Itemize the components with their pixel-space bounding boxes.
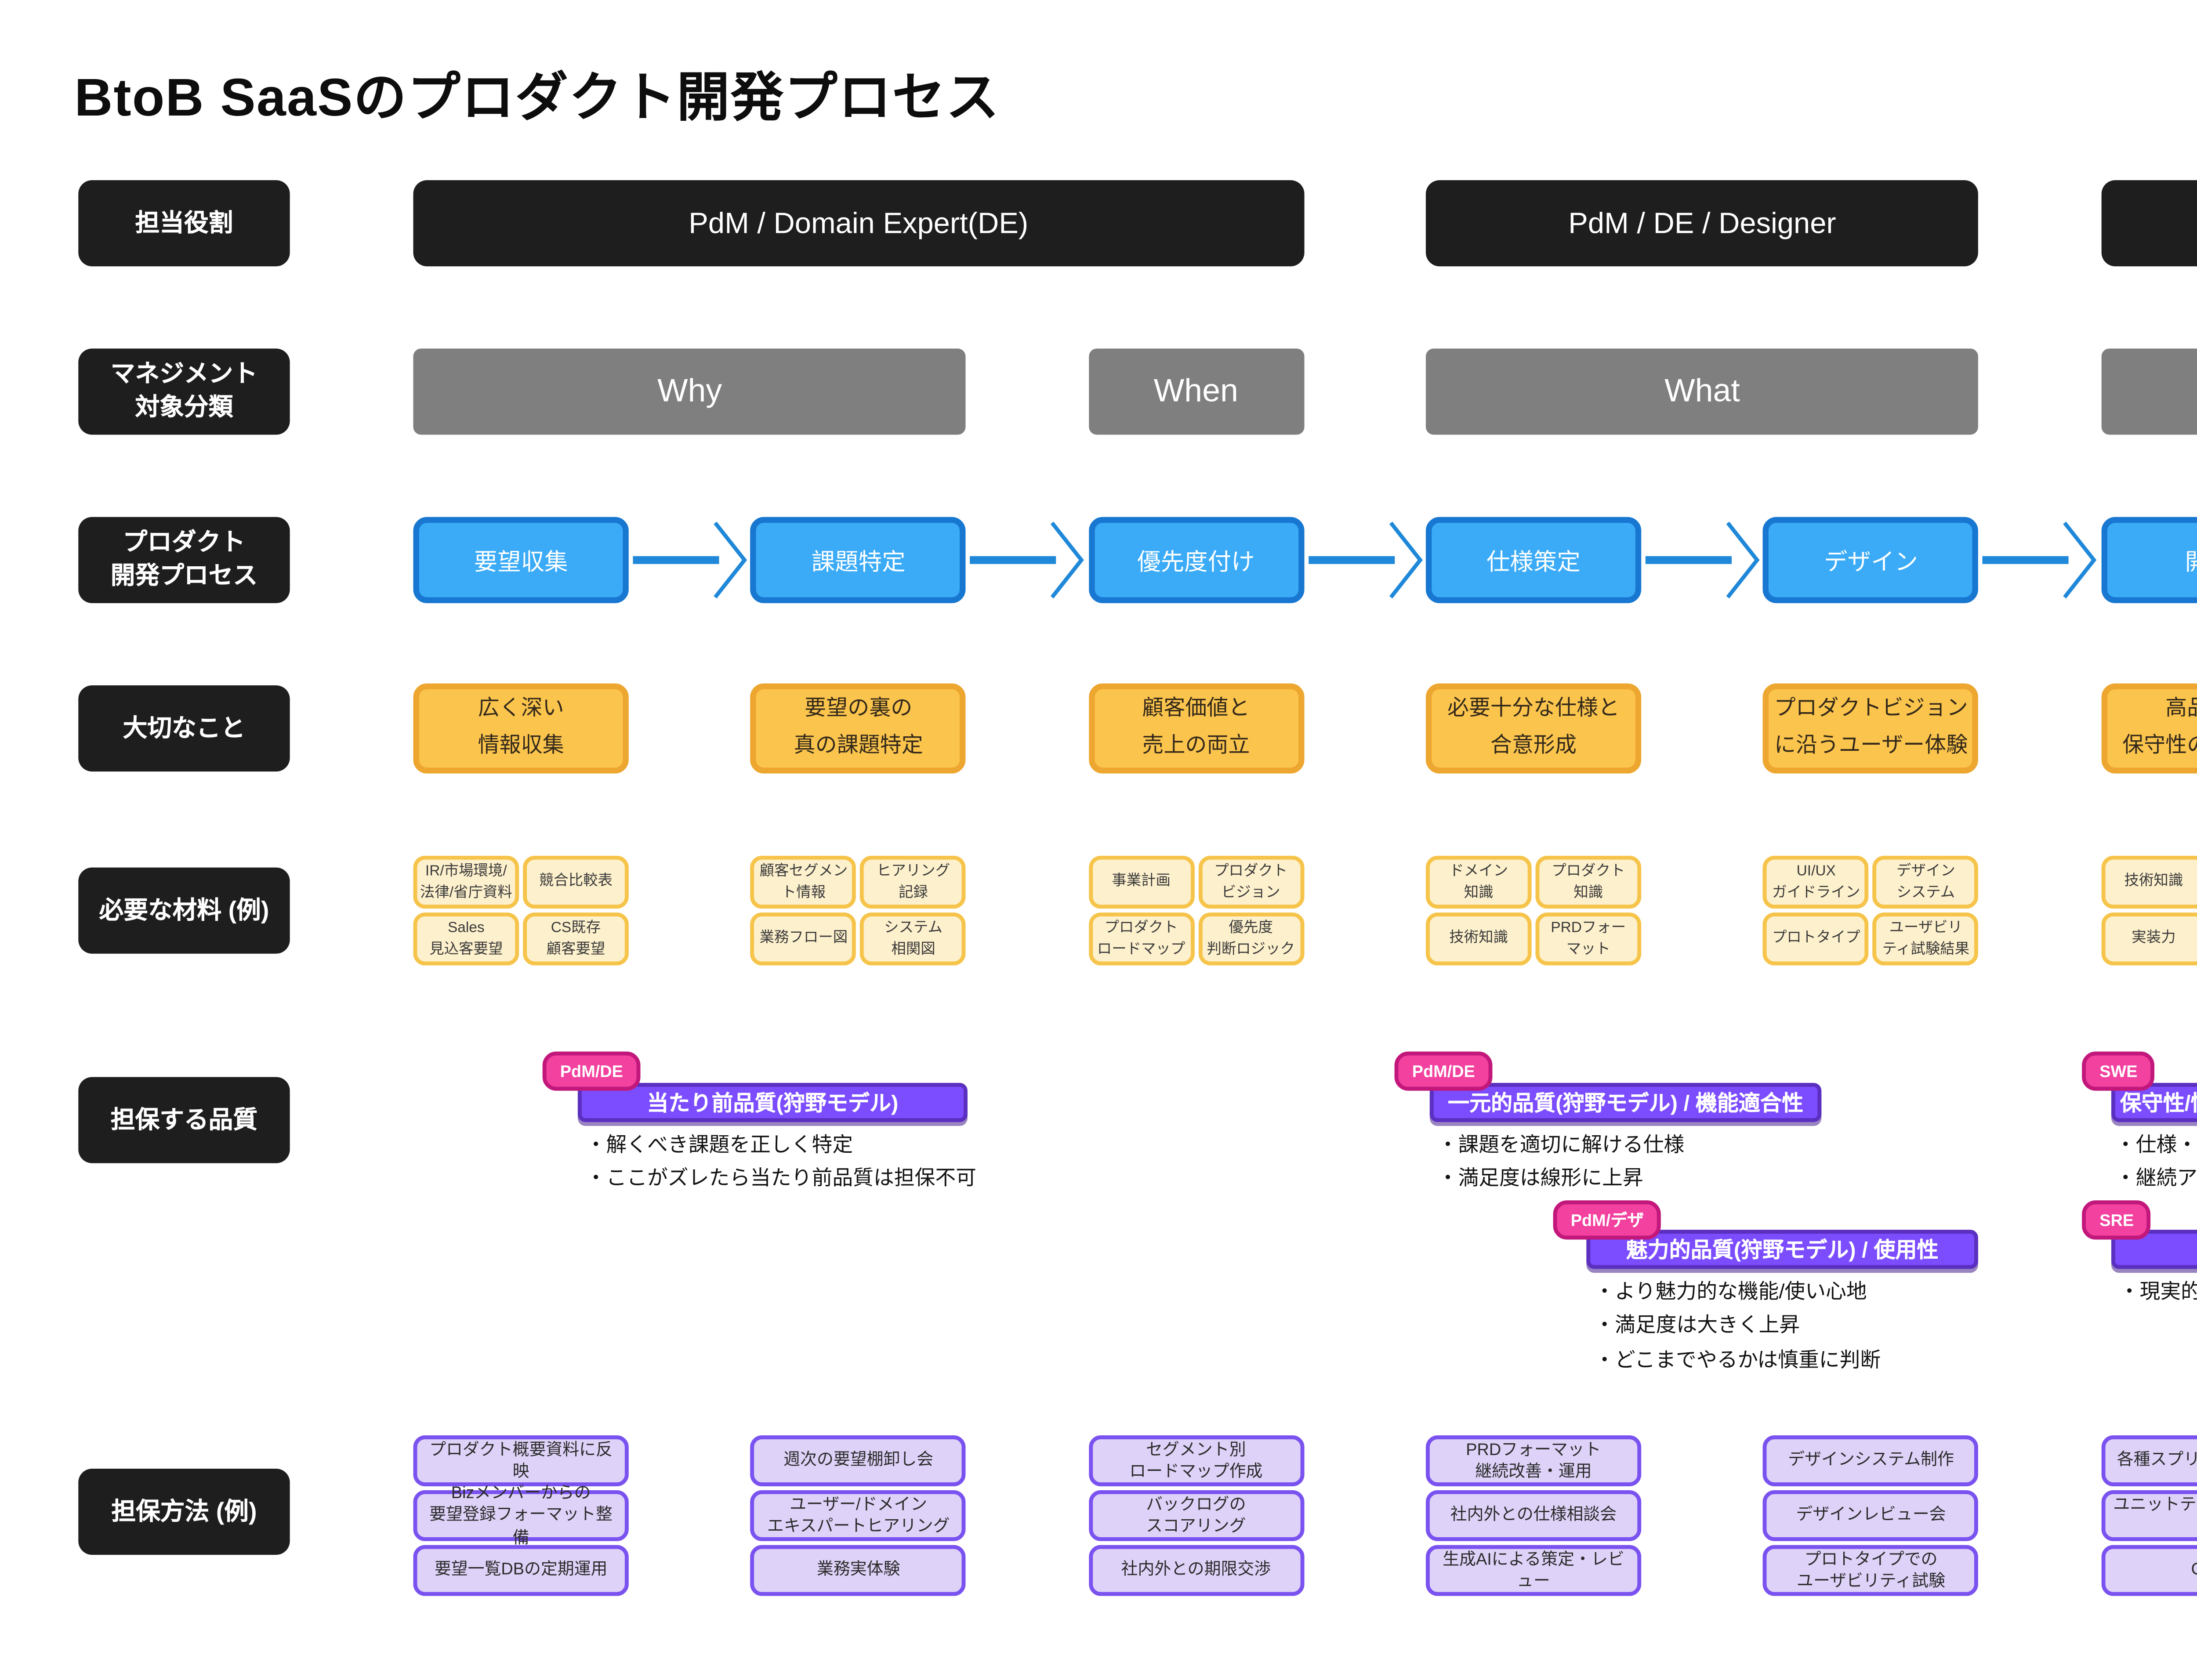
role-header: PdM / Domain Expert(DE): [413, 180, 1304, 267]
material-item: PRDフォー マット: [1535, 912, 1642, 966]
method-item: プロダクト概要資料に反映: [413, 1435, 629, 1487]
flow-arrow-icon: [1304, 517, 1426, 603]
method-item-wide: CI/CD構築 / 脆弱性診断 / パフォーマンステスト…: [2101, 1545, 2197, 1596]
quality-notes: より魅力的な機能/使い心地満足度は大きく上昇どこまでやるかは慎重に判断: [1594, 1277, 1881, 1378]
quality-owner-tag: PdM/DE: [542, 1051, 641, 1091]
row-label: 必要な材料 (例): [78, 867, 290, 954]
method-item: 社内外との期限交渉: [1088, 1545, 1304, 1596]
method-item: ユーザー/ドメイン エキスパートヒアリング: [750, 1490, 966, 1541]
material-item: ヒアリング 記録: [860, 855, 966, 909]
quality-bullet: 満足度は線形に上昇: [1438, 1164, 1685, 1198]
phase-box: What: [1425, 348, 1979, 435]
material-item: プロトタイプ: [1763, 912, 1869, 966]
quality-notes: 解くべき課題を正しく特定ここがズレたら当たり前品質は担保不可: [586, 1130, 976, 1198]
quality-owner-tag: SWE: [2082, 1051, 2155, 1091]
key-point: プロダクトビジョン に沿うユーザー体験: [1763, 683, 1979, 774]
material-item: 業務フロー図: [750, 912, 857, 966]
process-step: 優先度付け: [1088, 517, 1304, 603]
flow-arrow-icon: [1641, 517, 1763, 603]
material-item: Sales 見込客要望: [413, 912, 519, 966]
quality-bullet: より魅力的な機能/使い心地: [1594, 1277, 1881, 1311]
material-item: ユーザビリ ティ試験結果: [1873, 912, 1979, 966]
material-item: 優先度 判断ロジック: [1198, 912, 1304, 966]
quality-owner-tag: PdM/デザ: [1553, 1200, 1662, 1240]
method-item: バックログの スコアリング: [1088, 1490, 1304, 1541]
process-step: 開発: [2101, 517, 2197, 603]
quality-bar: 当たり前品質(狩野モデル): [577, 1083, 968, 1122]
quality-owner-tag: SRE: [2082, 1200, 2152, 1240]
material-item: 競合比較表: [523, 855, 629, 909]
method-item: 生成AIによる策定・レビュー: [1425, 1545, 1642, 1596]
method-item: プロトタイプでの ユーザビリティ試験: [1763, 1545, 1979, 1596]
quality-bullet: 継続アップデートを見据える: [2115, 1164, 2197, 1198]
method-item: 要望一覧DBの定期運用: [413, 1545, 629, 1596]
phase-box: When: [1088, 348, 1304, 435]
process-step: 仕様策定: [1425, 517, 1642, 603]
method-item: PRDフォーマット 継続改善・運用: [1425, 1435, 1642, 1487]
flow-arrow-icon: [1979, 517, 2101, 603]
material-item: UI/UX ガイドライン: [1763, 855, 1869, 909]
method-item: デザインシステム制作: [1763, 1435, 1979, 1487]
flow-arrow-icon: [629, 517, 751, 603]
quality-bullet: 満足度は大きく上昇: [1594, 1311, 1881, 1344]
flow-arrow-icon: [966, 517, 1088, 603]
role-header: PdM / DE / Designer: [1425, 180, 1979, 267]
key-point: 顧客価値と 売上の両立: [1088, 683, 1304, 774]
method-item: ユニットテスト / APIテスト: [2101, 1490, 2197, 1541]
page-title: BtoB SaaSのプロダクト開発プロセス: [74, 69, 1000, 127]
row-label: 担保する品質: [78, 1077, 290, 1163]
material-item: 技術知識: [1425, 912, 1532, 966]
row-label: 大切なこと: [78, 685, 290, 772]
material-item: デザイン システム: [1873, 855, 1979, 909]
role-header: Scrum Master / Engineer / QA / PdM: [2101, 180, 2197, 267]
quality-bullet: 課題を適切に解ける仕様: [1438, 1130, 1684, 1164]
row-label: 担当役割: [78, 180, 290, 267]
quality-bar: 一元的品質(狩野モデル) / 機能適合性: [1429, 1083, 1822, 1122]
process-step: 課題特定: [750, 517, 966, 603]
method-item: 各種スプリントイベント: [2101, 1435, 2197, 1487]
key-point: 必要十分な仕様と 合意形成: [1425, 683, 1642, 774]
process-step: デザイン: [1763, 517, 1979, 603]
material-item: 顧客セグメン ト情報: [750, 855, 857, 909]
method-item: Bizメンバーからの 要望登録フォーマット整備: [413, 1483, 629, 1546]
material-item: システム 相関図: [860, 912, 966, 966]
quality-bullet: 現実的に求められる非機能要件を考慮する: [2119, 1277, 2197, 1311]
quality-owner-tag: PdM/DE: [1394, 1051, 1493, 1091]
material-item: 事業計画: [1088, 855, 1194, 909]
key-point: 要望の裏の 真の課題特定: [750, 683, 966, 774]
quality-notes: 仕様・デザインを正確に実現継続アップデートを見据える: [2115, 1130, 2197, 1198]
quality-bullet: 仕様・デザインを正確に実現: [2115, 1130, 2197, 1164]
row-label: 担保方法 (例): [78, 1468, 290, 1555]
method-item: セグメント別 ロードマップ作成: [1088, 1435, 1304, 1487]
quality-bullet: どこまでやるかは慎重に判断: [1594, 1344, 1881, 1378]
material-item: 技術知識: [2101, 855, 2197, 909]
method-item: 社内外との仕様相談会: [1425, 1490, 1642, 1541]
key-point: 高品質で 保守性の高い実装: [2101, 683, 2197, 774]
quality-notes: 課題を適切に解ける仕様満足度は線形に上昇: [1438, 1130, 1685, 1198]
material-item: プロダクト ロードマップ: [1088, 912, 1194, 966]
phase-box: How: [2101, 348, 2197, 435]
quality-bar: 魅力的品質(狩野モデル) / 使用性: [1586, 1230, 1978, 1269]
method-item: デザインレビュー会: [1763, 1490, 1979, 1541]
material-item: プロダクト ビジョン: [1198, 855, 1304, 909]
phase-box: Why: [413, 348, 966, 435]
material-item: ドメイン 知識: [1425, 855, 1532, 909]
key-point: 広く深い 情報収集: [413, 683, 629, 774]
quality-bullet: ここがズレたら当たり前品質は担保不可: [586, 1164, 976, 1198]
material-item: CS既存 顧客要望: [523, 912, 629, 966]
quality-bullet: 解くべき課題を正しく特定: [586, 1130, 976, 1164]
material-item: プロダクト 知識: [1535, 855, 1642, 909]
method-item: 業務実体験: [750, 1545, 966, 1596]
row-label: マネジメント 対象分類: [78, 348, 290, 435]
process-step: 要望収集: [413, 517, 629, 603]
material-item: 実装力: [2101, 912, 2197, 966]
method-item: 週次の要望棚卸し会: [750, 1435, 966, 1487]
row-label: プロダクト 開発プロセス: [78, 517, 290, 603]
quality-notes: 現実的に求められる非機能要件を考慮する: [2119, 1277, 2197, 1311]
material-item: IR/市場環境/ 法律/省庁資料: [413, 855, 519, 909]
